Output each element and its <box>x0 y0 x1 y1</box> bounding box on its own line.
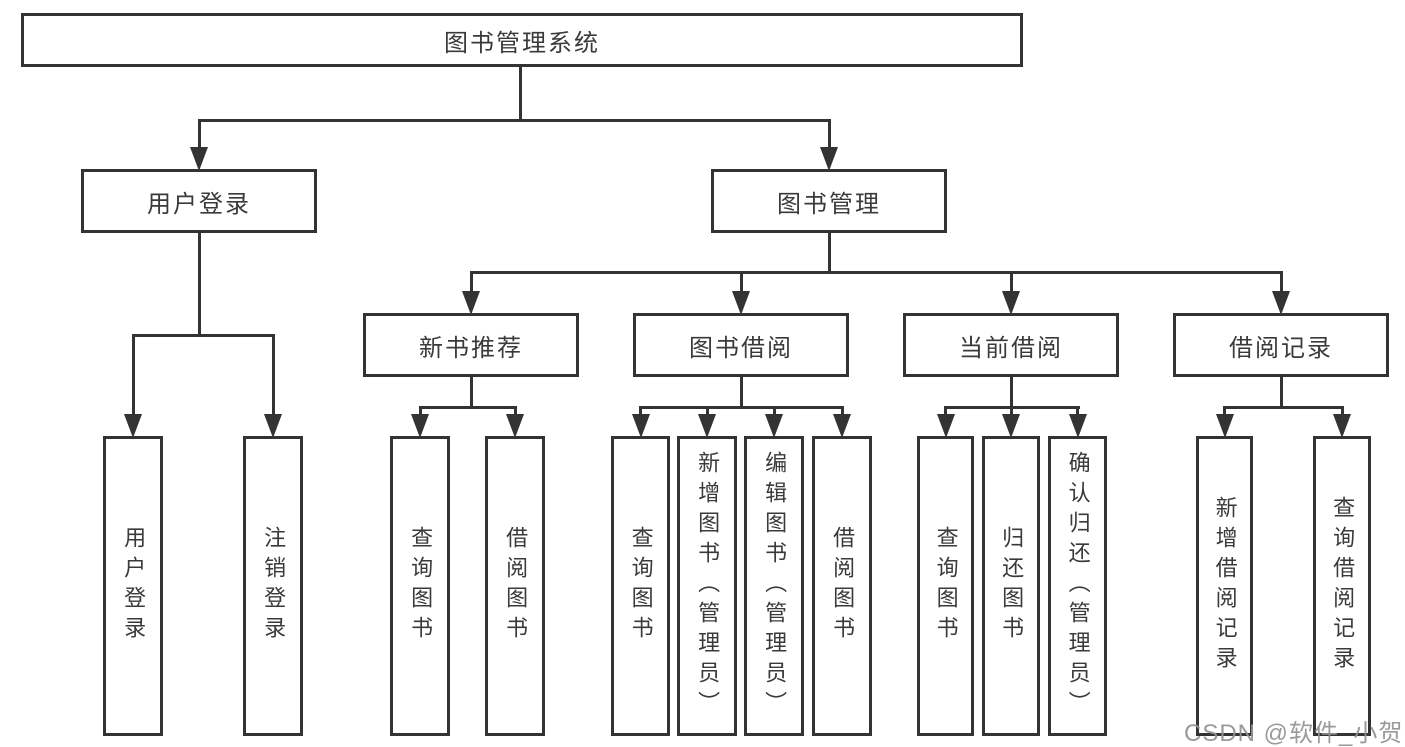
arrow-down-icon <box>1272 291 1290 315</box>
connector-records-stem <box>1279 377 1283 408</box>
connector-leaf-stub <box>1009 406 1013 420</box>
arrow-down-icon <box>1068 414 1087 438</box>
connector-user-login-stem <box>197 233 201 336</box>
arrow-down-icon <box>732 291 750 315</box>
connector-level3-hbar <box>469 271 1283 274</box>
connector-leaf-stub <box>418 406 422 420</box>
connector-leaf-stub <box>840 406 844 420</box>
connector-root-stem <box>519 67 522 122</box>
leaf-query-books-recommend: 查询图书 <box>390 436 450 736</box>
leaf-add-books-admin: 新增图书（管理员） <box>677 436 737 736</box>
arrow-down-icon <box>1002 291 1020 315</box>
arrow-down-icon <box>631 414 650 438</box>
arrow-down-icon <box>506 414 524 438</box>
leaf-query-borrow-record: 查询借阅记录 <box>1313 436 1371 736</box>
connector-book-mgmt-stem <box>827 233 831 274</box>
connector-user-login-stub <box>197 119 201 151</box>
node-current-borrowing: 当前借阅 <box>903 313 1119 377</box>
arrow-down-icon <box>833 414 851 438</box>
node-book-management: 图书管理 <box>711 169 947 233</box>
connector-records-hbar <box>1223 406 1344 409</box>
connector-borrowing-stem <box>739 377 743 408</box>
watermark: CSDN @软件_小贺同学 <box>1184 720 1405 747</box>
connector-user-login-hbar <box>131 334 275 337</box>
arrow-down-icon <box>1333 414 1351 438</box>
leaf-logout: 注销登录 <box>243 436 303 736</box>
arrow-down-icon <box>1215 414 1234 438</box>
node-book-borrowing: 图书借阅 <box>633 313 849 377</box>
arrow-down-icon <box>462 291 480 315</box>
leaf-query-books-current: 查询图书 <box>917 436 974 736</box>
node-user-login: 用户登录 <box>81 169 317 233</box>
leaf-borrow-books-borrowing: 借阅图书 <box>812 436 872 736</box>
connector-root-hbar <box>197 119 831 122</box>
node-new-book-recommend: 新书推荐 <box>363 313 579 377</box>
leaf-user-login: 用户登录 <box>103 436 163 736</box>
arrow-down-icon <box>1002 414 1020 438</box>
arrow-down-icon <box>765 414 783 438</box>
arrow-down-icon <box>698 414 716 438</box>
arrow-down-icon <box>411 414 429 438</box>
arrow-down-icon <box>820 147 838 171</box>
connector-leaf-stub <box>944 406 947 420</box>
connector-leaf-stub <box>1076 406 1079 420</box>
connector-level3-stub <box>1279 271 1283 297</box>
connector-leaf-stub <box>1223 406 1226 420</box>
leaf-query-books-borrowing: 查询图书 <box>611 436 670 736</box>
connector-recommend-hbar <box>418 406 517 409</box>
connector-level3-stub <box>1009 271 1013 297</box>
connector-leaf-stub <box>639 406 642 420</box>
connector-leaf-stub <box>131 334 135 420</box>
leaf-add-borrow-record: 新增借阅记录 <box>1196 436 1253 736</box>
connector-leaf-stub <box>271 334 275 420</box>
connector-recommend-stem <box>469 377 473 408</box>
leaf-confirm-return-admin: 确认归还（管理员） <box>1048 436 1107 736</box>
arrow-down-icon <box>264 414 282 438</box>
node-borrowing-records: 借阅记录 <box>1173 313 1389 377</box>
connector-level3-stub <box>469 271 473 297</box>
arrow-down-icon <box>124 414 142 438</box>
leaf-edit-books-admin: 编辑图书（管理员） <box>744 436 804 736</box>
connector-level3-stub <box>739 271 743 297</box>
node-library-system: 图书管理系统 <box>21 13 1023 67</box>
connector-leaf-stub <box>772 406 776 420</box>
arrow-down-icon <box>190 147 208 171</box>
connector-leaf-stub <box>1340 406 1344 420</box>
leaf-borrow-books-recommend: 借阅图书 <box>485 436 545 736</box>
connector-borrowing-hbar <box>639 406 844 409</box>
connector-leaf-stub <box>705 406 709 420</box>
arrow-down-icon <box>936 414 955 438</box>
connector-leaf-stub <box>513 406 517 420</box>
connector-book-mgmt-stub <box>827 119 831 151</box>
leaf-return-books: 归还图书 <box>982 436 1040 736</box>
connector-current-stem <box>1009 377 1013 408</box>
